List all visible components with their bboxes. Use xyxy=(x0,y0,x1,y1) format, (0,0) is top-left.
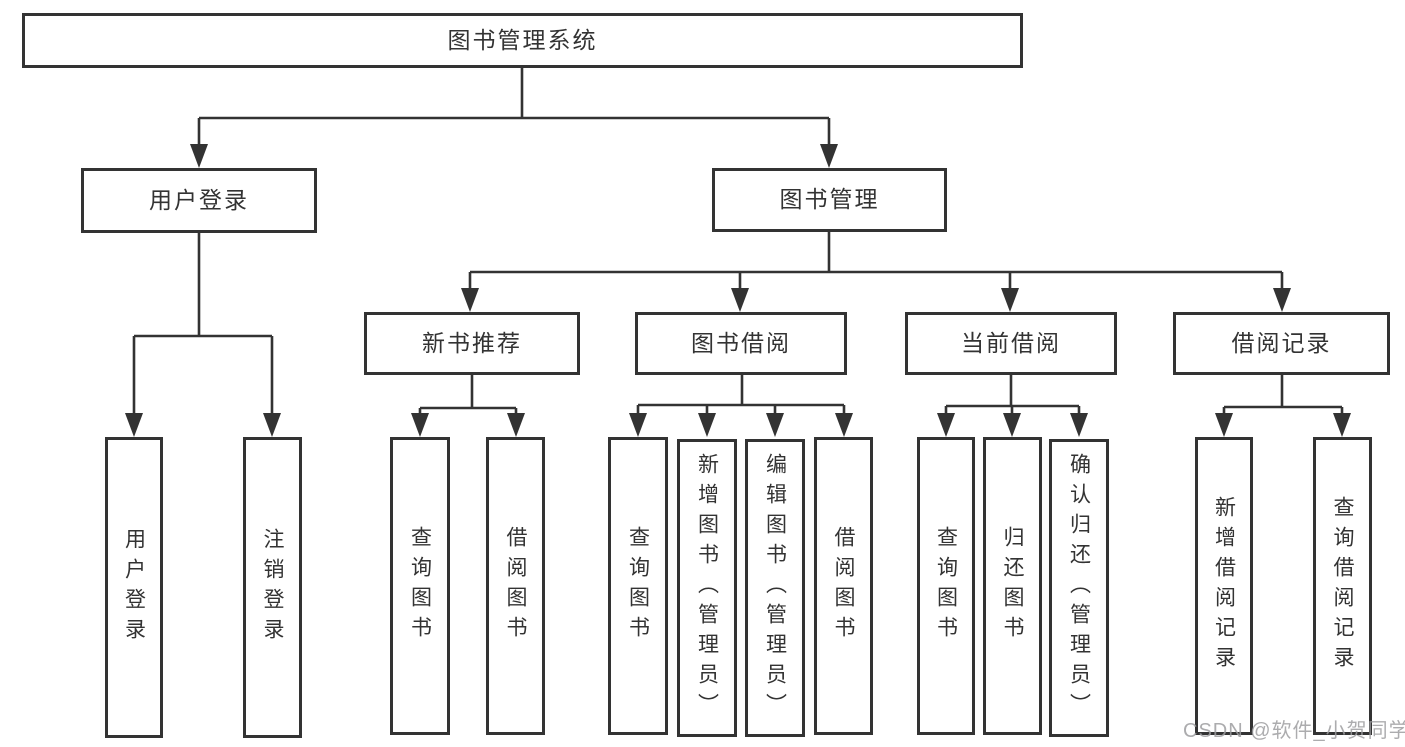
node-user-login: 用户登录 xyxy=(81,168,317,233)
node-root: 图书管理系统 xyxy=(22,13,1023,68)
node-book-management: 图书管理 xyxy=(712,168,947,232)
leaf-edit-books-admin: 编辑图书（管理员） xyxy=(745,439,805,737)
connector-strokes xyxy=(132,68,1344,415)
arrow-heads xyxy=(125,144,1351,437)
leaf-add-borrow-record: 新增借阅记录 xyxy=(1195,437,1253,735)
node-borrow-record: 借阅记录 xyxy=(1173,312,1390,375)
leaf-query-books-borrow: 查询图书 xyxy=(608,437,668,735)
leaf-query-books-recommend: 查询图书 xyxy=(390,437,450,735)
leaf-logout: 注销登录 xyxy=(243,437,302,738)
leaf-borrow-books: 借阅图书 xyxy=(814,437,873,735)
leaf-query-books-current: 查询图书 xyxy=(917,437,975,735)
node-book-borrow: 图书借阅 xyxy=(635,312,847,375)
watermark-text: CSDN @软件_小贺同学 xyxy=(1183,720,1405,742)
leaf-confirm-return-admin: 确认归还（管理员） xyxy=(1049,439,1109,737)
leaf-borrow-books-recommend: 借阅图书 xyxy=(486,437,545,735)
leaf-add-books-admin: 新增图书（管理员） xyxy=(677,439,737,737)
leaf-query-borrow-record: 查询借阅记录 xyxy=(1313,437,1372,735)
leaf-user-login: 用户登录 xyxy=(105,437,163,738)
node-new-book-recommend: 新书推荐 xyxy=(364,312,580,375)
node-current-borrow: 当前借阅 xyxy=(905,312,1117,375)
leaf-return-books: 归还图书 xyxy=(983,437,1042,735)
